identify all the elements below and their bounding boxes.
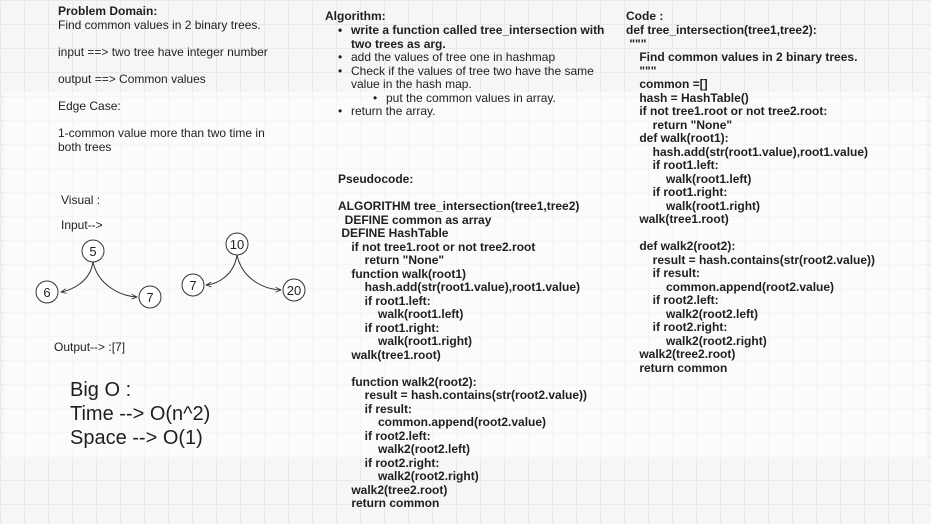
bullet-icon: • <box>338 63 343 78</box>
pseudocode-line: if root2.left: <box>338 428 431 443</box>
code-line: walk(tree1.root) <box>626 212 729 226</box>
pseudocode-line: walk2(root2.left) <box>338 442 471 456</box>
pseudocode-line: return common <box>338 496 440 510</box>
bullet-icon: • <box>373 90 378 105</box>
problem-description: Find common values in 2 binary trees. <box>58 18 261 32</box>
algorithm-heading: Algorithm: <box>325 9 386 23</box>
code-line: def walk2(root2): <box>626 239 736 253</box>
algorithm-step-4: • return the array. <box>338 104 436 118</box>
bullet-icon: • <box>338 23 343 37</box>
code-line: walk(root1.left) <box>626 171 752 186</box>
problem-heading: Problem Domain: <box>58 4 158 18</box>
bullet-icon: • <box>338 104 343 118</box>
algorithm-step-3-sub: • put the common values in array. <box>373 90 556 105</box>
problem-input: input ==> two tree have integer number <box>58 45 268 59</box>
big-o-space: Space --> O(1) <box>70 427 203 449</box>
code-line: if root2.right: <box>626 320 728 334</box>
code-line: walk2(root2.left) <box>626 306 759 321</box>
pseudocode-line: result = hash.contains(str(root2.value)) <box>338 388 588 402</box>
code-line: result = hash.contains(str(root2.value)) <box>626 252 876 267</box>
code-line <box>626 227 875 241</box>
edge-case-line-2: both trees <box>58 140 112 154</box>
code-line: def walk(root1): <box>626 131 729 145</box>
pseudocode-line: return "None" <box>338 253 445 267</box>
big-o-title: Big O : <box>70 379 132 401</box>
pseudocode-line: DEFINE common as array <box>338 212 492 227</box>
code-line: if root1.right: <box>626 185 728 199</box>
pseudocode-line: function walk2(root2): <box>338 374 477 389</box>
pseudocode-line: walk2(root2.right) <box>338 469 479 483</box>
problem-output: output ==> Common values <box>58 72 206 86</box>
code-heading: Code : <box>626 9 664 23</box>
pseudocode-line: ALGORITHM tree_intersection(tree1,tree2) <box>338 199 580 213</box>
code-line: common =[] <box>626 77 708 91</box>
code-line: hash = HashTable() <box>626 90 749 105</box>
code-line: if not tree1.root or not tree2.root: <box>626 104 828 118</box>
pseudocode-line: function walk(root1) <box>338 266 466 281</box>
output-label: Output--> :[7] <box>54 340 126 354</box>
algorithm-step-3: • Check if the values of tree two have t… <box>338 63 594 91</box>
code-line: walk2(root2.right) <box>626 333 767 348</box>
algorithm-step-1: • write a function called tree_intersect… <box>338 23 605 51</box>
pseudocode-line: if not tree1.root or not tree2.root <box>338 239 536 254</box>
code-line: common.append(root2.value) <box>626 279 835 294</box>
code-line: if root1.left: <box>626 158 719 172</box>
bullet-icon: • <box>338 50 343 64</box>
code-line: Find common values in 2 binary trees. <box>626 50 858 64</box>
code-line: if result: <box>626 266 701 280</box>
pseudocode-line: walk(tree1.root) <box>338 347 441 362</box>
code-line: if root2.left: <box>626 293 719 307</box>
pseudocode-line: hash.add(str(root1.value),root1.value) <box>338 280 581 294</box>
code-line: hash.add(str(root1.value),root1.value) <box>626 144 869 159</box>
pseudocode-line: walk(root1.left) <box>338 307 464 321</box>
code-line: walk2(tree2.root) <box>626 347 736 361</box>
pseudocode-line: walk(root1.right) <box>338 334 473 348</box>
code-line: def tree_intersection(tree1,tree2): <box>626 23 817 37</box>
visual-label: Visual : <box>61 193 101 207</box>
code-line: return common <box>626 360 728 375</box>
code-line: walk(root1.right) <box>626 198 761 213</box>
edge-case-heading: Edge Case: <box>58 99 121 113</box>
input-label: Input--> <box>61 218 103 232</box>
edge-case-line-1: 1-common value more than two time in <box>58 126 265 140</box>
pseudocode-line: walk2(tree2.root) <box>338 482 448 497</box>
code-line: """ <box>626 63 657 78</box>
algorithm-step-2: • add the values of tree one in hashmap <box>338 50 556 64</box>
pseudocode-line: if root1.left: <box>338 293 431 308</box>
pseudocode-line: common.append(root2.value) <box>338 415 547 429</box>
pseudocode-line: if root1.right: <box>338 320 440 335</box>
pseudocode-block: ALGORITHM tree_intersection(tree1,tree2)… <box>338 199 588 511</box>
code-line: return "None" <box>626 117 733 132</box>
code-block: def tree_intersection(tree1,tree2): """ … <box>626 23 876 375</box>
whiteboard-sheet <box>4 92 927 458</box>
algorithm-steps: • write a function called tree_intersect… <box>337 23 612 119</box>
pseudocode-line <box>338 362 587 376</box>
big-o-time: Time --> O(n^2) <box>70 403 211 425</box>
pseudocode-line: DEFINE HashTable <box>338 226 449 240</box>
pseudocode-line: if result: <box>338 401 413 416</box>
pseudocode-line: if root2.right: <box>338 455 440 470</box>
pseudocode-heading: Pseudocode: <box>338 172 414 186</box>
code-line: """ <box>626 36 647 51</box>
